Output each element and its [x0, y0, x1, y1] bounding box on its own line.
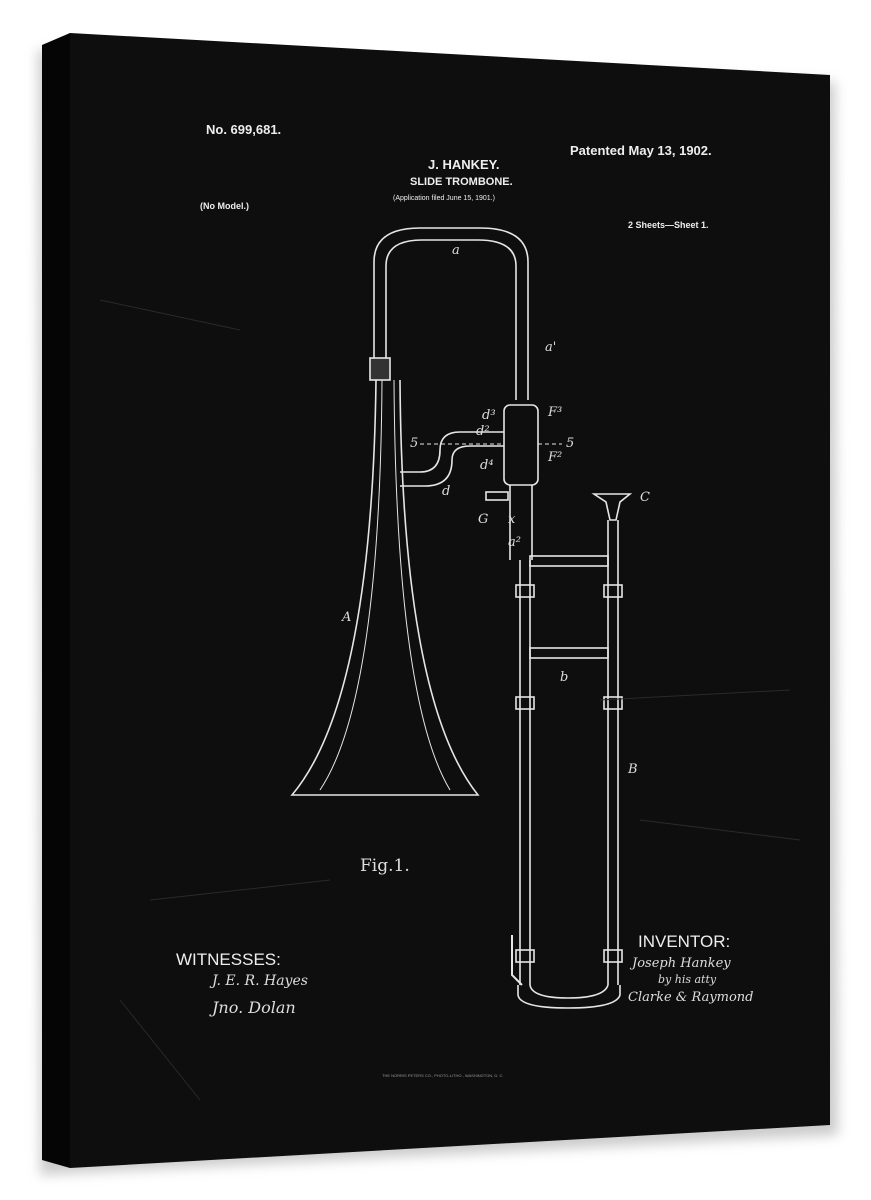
label-5-left: 5 [410, 436, 418, 451]
attorney-signature: Clarke & Raymond [628, 990, 754, 1005]
label-B: B [628, 762, 638, 777]
label-d3: d³ [482, 408, 496, 423]
patent-number: No. 699,681. [206, 122, 281, 137]
label-x: x [508, 512, 515, 527]
witnesses-heading: WITNESSES: [176, 950, 281, 970]
label-c: C [640, 490, 650, 505]
application-date: (Application filed June 15, 1901.) [393, 195, 495, 202]
label-d: d [442, 484, 450, 499]
witness-signature-2: Jno. Dolan [212, 998, 296, 1017]
inventor-name: J. HANKEY. [428, 157, 500, 172]
ferrule [370, 358, 390, 380]
label-f3: F³ [548, 405, 562, 420]
label-g: G [478, 512, 488, 527]
label-a2: a² [508, 535, 521, 550]
attorney-line: by his atty [658, 973, 716, 986]
label-a: a [452, 243, 460, 258]
no-model: (No Model.) [200, 201, 249, 211]
sheet-count: 2 Sheets—Sheet 1. [628, 220, 709, 230]
canvas-side-edge [42, 33, 70, 1168]
label-a1: a' [545, 340, 556, 355]
figure-label: Fig.1. [360, 856, 410, 876]
patent-date: Patented May 13, 1902. [570, 143, 712, 158]
patent-title: SLIDE TROMBONE. [410, 176, 513, 188]
label-5-right: 5 [566, 436, 574, 451]
inventor-heading: INVENTOR: [638, 932, 730, 952]
printer-footer: THE NORRIS PETERS CO., PHOTO-LITHO., WAS… [382, 1073, 504, 1078]
label-f2: F² [548, 450, 562, 465]
witness-signature-1: J. E. R. Hayes [212, 973, 308, 989]
inventor-signature: Joseph Hankey [632, 956, 731, 971]
label-d2: d² [476, 424, 490, 439]
label-b: b [560, 670, 568, 685]
label-A: A [342, 610, 351, 625]
label-d4: d⁴ [480, 458, 494, 473]
